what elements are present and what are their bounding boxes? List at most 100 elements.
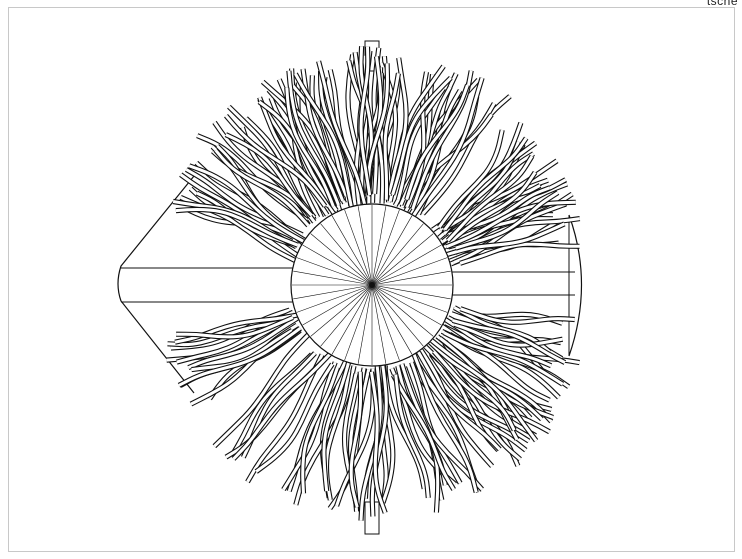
bristle-bundle [166, 46, 581, 521]
bristle-inner [405, 71, 428, 208]
bristle-inner [301, 366, 339, 494]
left-cone [117, 175, 195, 394]
bristle-inner [224, 114, 327, 207]
bristle-inner [419, 348, 494, 468]
hub-spoke [310, 233, 373, 286]
bristle-inner [225, 133, 313, 217]
bristle-inner [287, 70, 340, 206]
bristle-inner [282, 361, 337, 491]
hub-spoke [371, 284, 448, 313]
bristle-inner [442, 141, 520, 235]
hub-spoke [357, 206, 373, 286]
bristle-inner [167, 318, 295, 347]
bristle-inner [417, 351, 501, 451]
bristle-inner [258, 100, 338, 212]
bristle-inner [214, 149, 310, 227]
hub-spoke [371, 244, 442, 286]
bristle-inner [446, 155, 534, 242]
hub-spoke [371, 223, 424, 286]
bristle-inner [255, 363, 334, 473]
bristle-inner [258, 96, 330, 208]
hub-spoke [371, 284, 451, 300]
bristle-inner [437, 129, 504, 229]
bristle-inner [231, 353, 313, 456]
hub-spoke [371, 284, 413, 355]
bristle-inner [443, 137, 528, 231]
hub-spoke [331, 215, 373, 286]
bristle-inner [196, 191, 297, 248]
hub-spoke [371, 270, 451, 286]
bristle-inner [359, 46, 372, 196]
bristle-inner [176, 316, 294, 339]
bristle-inner [405, 84, 469, 201]
hub-spoke [371, 284, 400, 361]
bristle-inner [187, 317, 298, 369]
bristle-inner [394, 374, 430, 499]
bristle-inner [335, 368, 375, 507]
hub-spoke [371, 284, 442, 326]
brush-diagram [117, 40, 583, 535]
bristle-inner [455, 191, 559, 250]
bristle-inner [322, 361, 351, 492]
hub-spoke [371, 284, 424, 347]
hub-centre [369, 282, 375, 288]
hub-spoke [371, 233, 434, 286]
hub-spoke [371, 215, 413, 286]
bristle-inner [430, 339, 538, 442]
bristle-inner [285, 87, 335, 207]
bristle-inner [459, 307, 575, 324]
bristle-inner [370, 364, 388, 517]
bristle-inner [452, 318, 566, 364]
bristle-inner [188, 164, 304, 243]
hub-spoke [293, 270, 373, 286]
corner-label: tsche [706, 0, 738, 8]
bristle-inner [443, 331, 564, 386]
bristle-inner [446, 222, 566, 256]
bristle-inner [387, 57, 408, 196]
bristle-inner [232, 355, 329, 460]
bristle-inner [294, 72, 354, 209]
right-holder-arc [568, 214, 583, 357]
bristle-inner [213, 333, 310, 448]
bristle-inner [258, 98, 320, 219]
bristle-inner [443, 317, 552, 368]
hub-spoke [344, 284, 373, 361]
hub-spoke [357, 284, 373, 364]
bristle-inner [442, 152, 535, 231]
hub-spoke [371, 209, 400, 286]
bristle-inner [453, 306, 551, 354]
hub-spoke [371, 284, 387, 364]
hub-spoke [320, 223, 373, 286]
hub-spoke [310, 284, 373, 337]
hub-circle [290, 203, 454, 367]
hub-spoke [302, 284, 373, 326]
hub-spoke [371, 206, 387, 286]
bristle-inner [391, 76, 452, 196]
bristle-inner [441, 171, 537, 250]
bristle-inner [396, 87, 445, 201]
bristle-inner [411, 77, 484, 218]
bristle-inner [178, 326, 302, 387]
bristle-inner [175, 208, 299, 247]
bristle-inner [383, 366, 426, 490]
bristle-inner [383, 73, 400, 200]
hub-spoke [320, 284, 373, 347]
hub-spoke [371, 257, 448, 286]
hub-spoke [302, 244, 373, 286]
drawing-frame [8, 7, 735, 552]
bristle-inner [369, 371, 387, 514]
hub-spoke [344, 209, 373, 286]
hub-spoke [296, 257, 373, 286]
bristle-inner [459, 242, 580, 265]
hub-spoke [371, 284, 434, 337]
hub-spoke [296, 284, 373, 313]
hub-spoke [331, 284, 373, 355]
bristle-inner [412, 352, 478, 493]
bristle-inner [391, 374, 455, 491]
bristle-inner [366, 63, 389, 197]
bristle-inner [317, 60, 367, 207]
bristle-inner [349, 371, 363, 508]
bristle-inner [246, 354, 324, 483]
hub-spoke [293, 284, 373, 300]
